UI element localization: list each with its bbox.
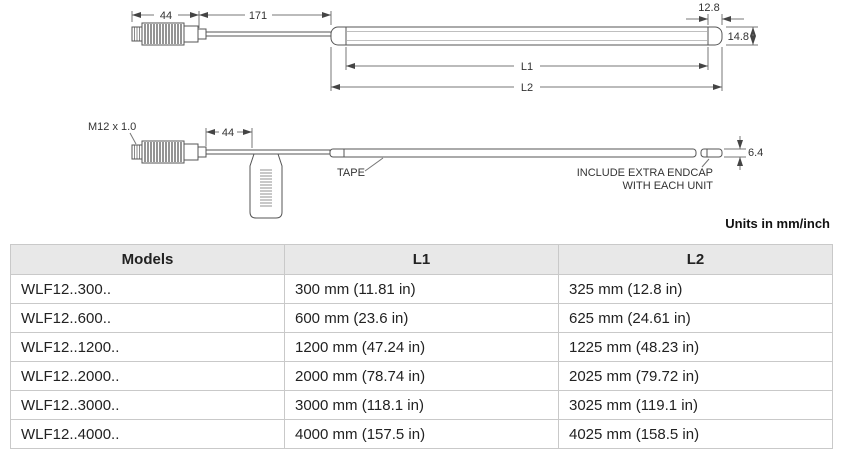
technical-drawing: 44 171 12.8 14.8 [88,2,830,231]
table-row: WLF12..2000.. 2000 mm (78.74 in) 2025 mm… [10,361,833,391]
dimension-connector-side [205,128,253,148]
l2-cell: 1225 mm (48.23 in) [558,332,833,362]
endcap-note-line2: WITH EACH UNIT [623,180,714,192]
l1-cell: 4000 mm (157.5 in) [284,419,559,449]
l2-cell: 625 mm (24.61 in) [558,303,833,333]
l2-cell: 3025 mm (119.1 in) [558,390,833,420]
dimension-thickness [724,136,746,170]
dim-label-l2: L2 [521,82,533,94]
endcap-note-leader-line [701,158,710,168]
endcap-note-line1: INCLUDE EXTRA ENDCAP [577,167,713,179]
spec-table-section: Models L1 L2 WLF12..300.. 300 mm (11.81 … [0,238,843,449]
table-row: WLF12..600.. 600 mm (23.6 in) 625 mm (24… [10,303,833,333]
light-strip-side [329,148,697,158]
dim-label-12-8: 12.8 [698,2,719,14]
table-row: WLF12..1200.. 1200 mm (47.24 in) 1225 mm… [10,332,833,362]
tape-leader-line [364,157,384,172]
m12-connector-top-icon [131,22,207,46]
column-header-l1: L1 [284,244,559,275]
l1-cell: 300 mm (11.81 in) [284,274,559,304]
dimension-strip-width [726,26,758,46]
column-header-l2: L2 [558,244,833,275]
dim-label-44-top: 44 [160,10,172,22]
l2-cell: 325 mm (12.8 in) [558,274,833,304]
model-cell: WLF12..1200.. [10,332,285,362]
model-cell: WLF12..3000.. [10,390,285,420]
units-note: Units in mm/inch [725,216,830,231]
m12-connector-side-icon [131,140,207,164]
l1-cell: 1200 mm (47.24 in) [284,332,559,362]
dim-label-14-8: 14.8 [728,31,749,43]
model-cell: WLF12..600.. [10,303,285,333]
dim-label-171: 171 [249,10,267,22]
dimension-endcap [686,14,744,25]
dim-label-44-side: 44 [222,127,234,139]
l2-cell: 4025 mm (158.5 in) [558,419,833,449]
l1-cell: 2000 mm (78.74 in) [284,361,559,391]
thread-spec-label: M12 x 1.0 [88,121,136,133]
column-header-models: Models [10,244,285,275]
model-cell: WLF12..2000.. [10,361,285,391]
dimension-l1 [345,47,709,70]
l2-cell: 2025 mm (79.72 in) [558,361,833,391]
table-row: WLF12..3000.. 3000 mm (118.1 in) 3025 mm… [10,390,833,420]
cable-top [205,31,332,37]
dim-label-l1: L1 [521,61,533,73]
side-view-drawing: M12 x 1.0 [88,121,763,219]
light-strip-top [330,26,723,46]
hang-tag [249,153,283,219]
dimensions-table: Models L1 L2 WLF12..300.. 300 mm (11.81 … [10,244,833,449]
extra-endcap [700,148,723,158]
model-cell: WLF12..300.. [10,274,285,304]
barcode-icon [260,169,272,207]
l1-cell: 3000 mm (118.1 in) [284,390,559,420]
dimension-l2 [330,47,723,91]
table-row: WLF12..4000.. 4000 mm (157.5 in) 4025 mm… [10,419,833,449]
top-view-drawing: 44 171 12.8 14.8 [131,2,758,94]
table-header-row: Models L1 L2 [10,244,833,275]
dimensional-diagram: 44 171 12.8 14.8 [88,2,830,231]
tape-label: TAPE [337,167,365,179]
l1-cell: 600 mm (23.6 in) [284,303,559,333]
cable-side [205,149,331,155]
thread-leader-line [129,132,137,145]
table-row: WLF12..300.. 300 mm (11.81 in) 325 mm (1… [10,274,833,304]
model-cell: WLF12..4000.. [10,419,285,449]
dimension-connector-cable [131,11,332,28]
dim-label-6-4: 6.4 [748,147,763,159]
